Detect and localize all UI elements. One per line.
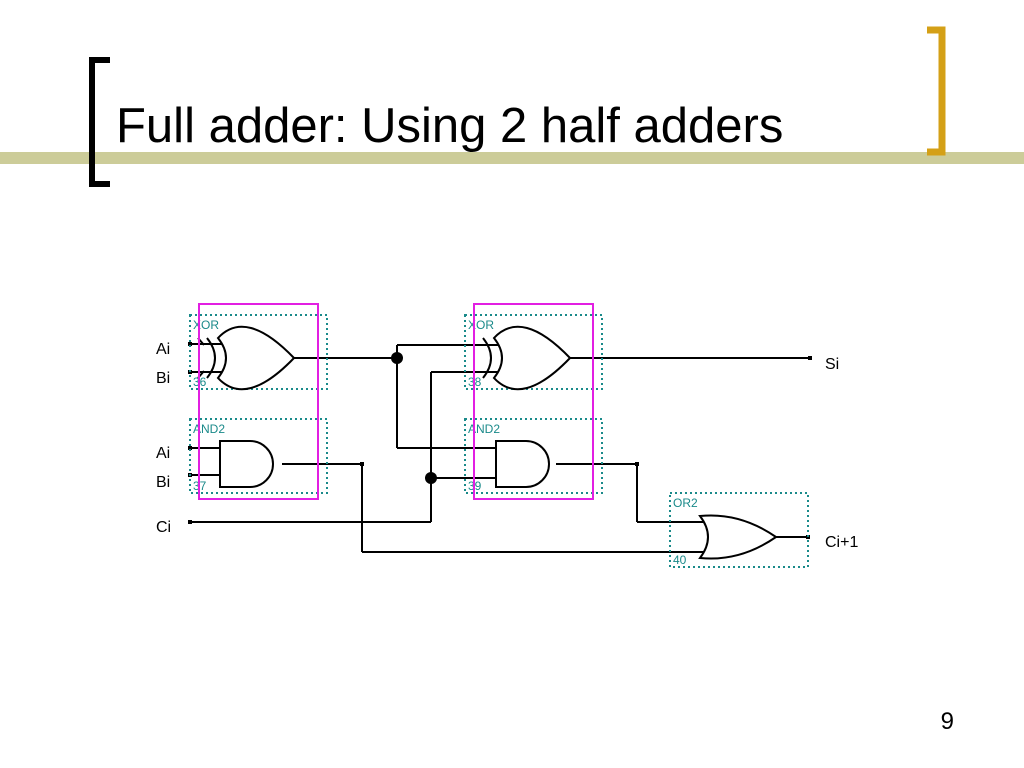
half-adder-box-1 [198, 303, 319, 500]
junction-dot [391, 352, 403, 364]
input-label-ai: Ai [156, 341, 170, 358]
xor-gate-36 [189, 314, 328, 391]
gate-id-label: 40 [673, 553, 687, 567]
input-label-bi: Bi [156, 370, 170, 387]
input-label-bi: Bi [156, 474, 170, 491]
right-bracket-icon [927, 26, 946, 156]
input-label-ai: Ai [156, 445, 170, 462]
gate-type-label: AND2 [468, 422, 500, 436]
gate-type-label: XOR [193, 318, 219, 332]
junction-dot [425, 472, 437, 484]
gate-type-label: OR2 [673, 496, 698, 510]
and-gate-39 [464, 418, 603, 494]
gate-type-label: AND2 [193, 422, 225, 436]
half-adder-box-2 [473, 303, 594, 500]
page-number: 9 [940, 708, 954, 735]
and-gate-37 [189, 418, 328, 494]
or-gate-40 [669, 492, 809, 568]
output-label-si: Si [825, 356, 839, 373]
input-label-ci: Ci [156, 519, 171, 536]
xor-gate-38 [464, 314, 603, 391]
gate-type-label: XOR [468, 318, 494, 332]
output-label-carry: Ci+1 [825, 534, 858, 551]
title-accent-bar [0, 152, 1024, 164]
slide-title: Full adder: Using 2 half adders [116, 99, 784, 153]
left-bracket-icon [89, 57, 110, 187]
